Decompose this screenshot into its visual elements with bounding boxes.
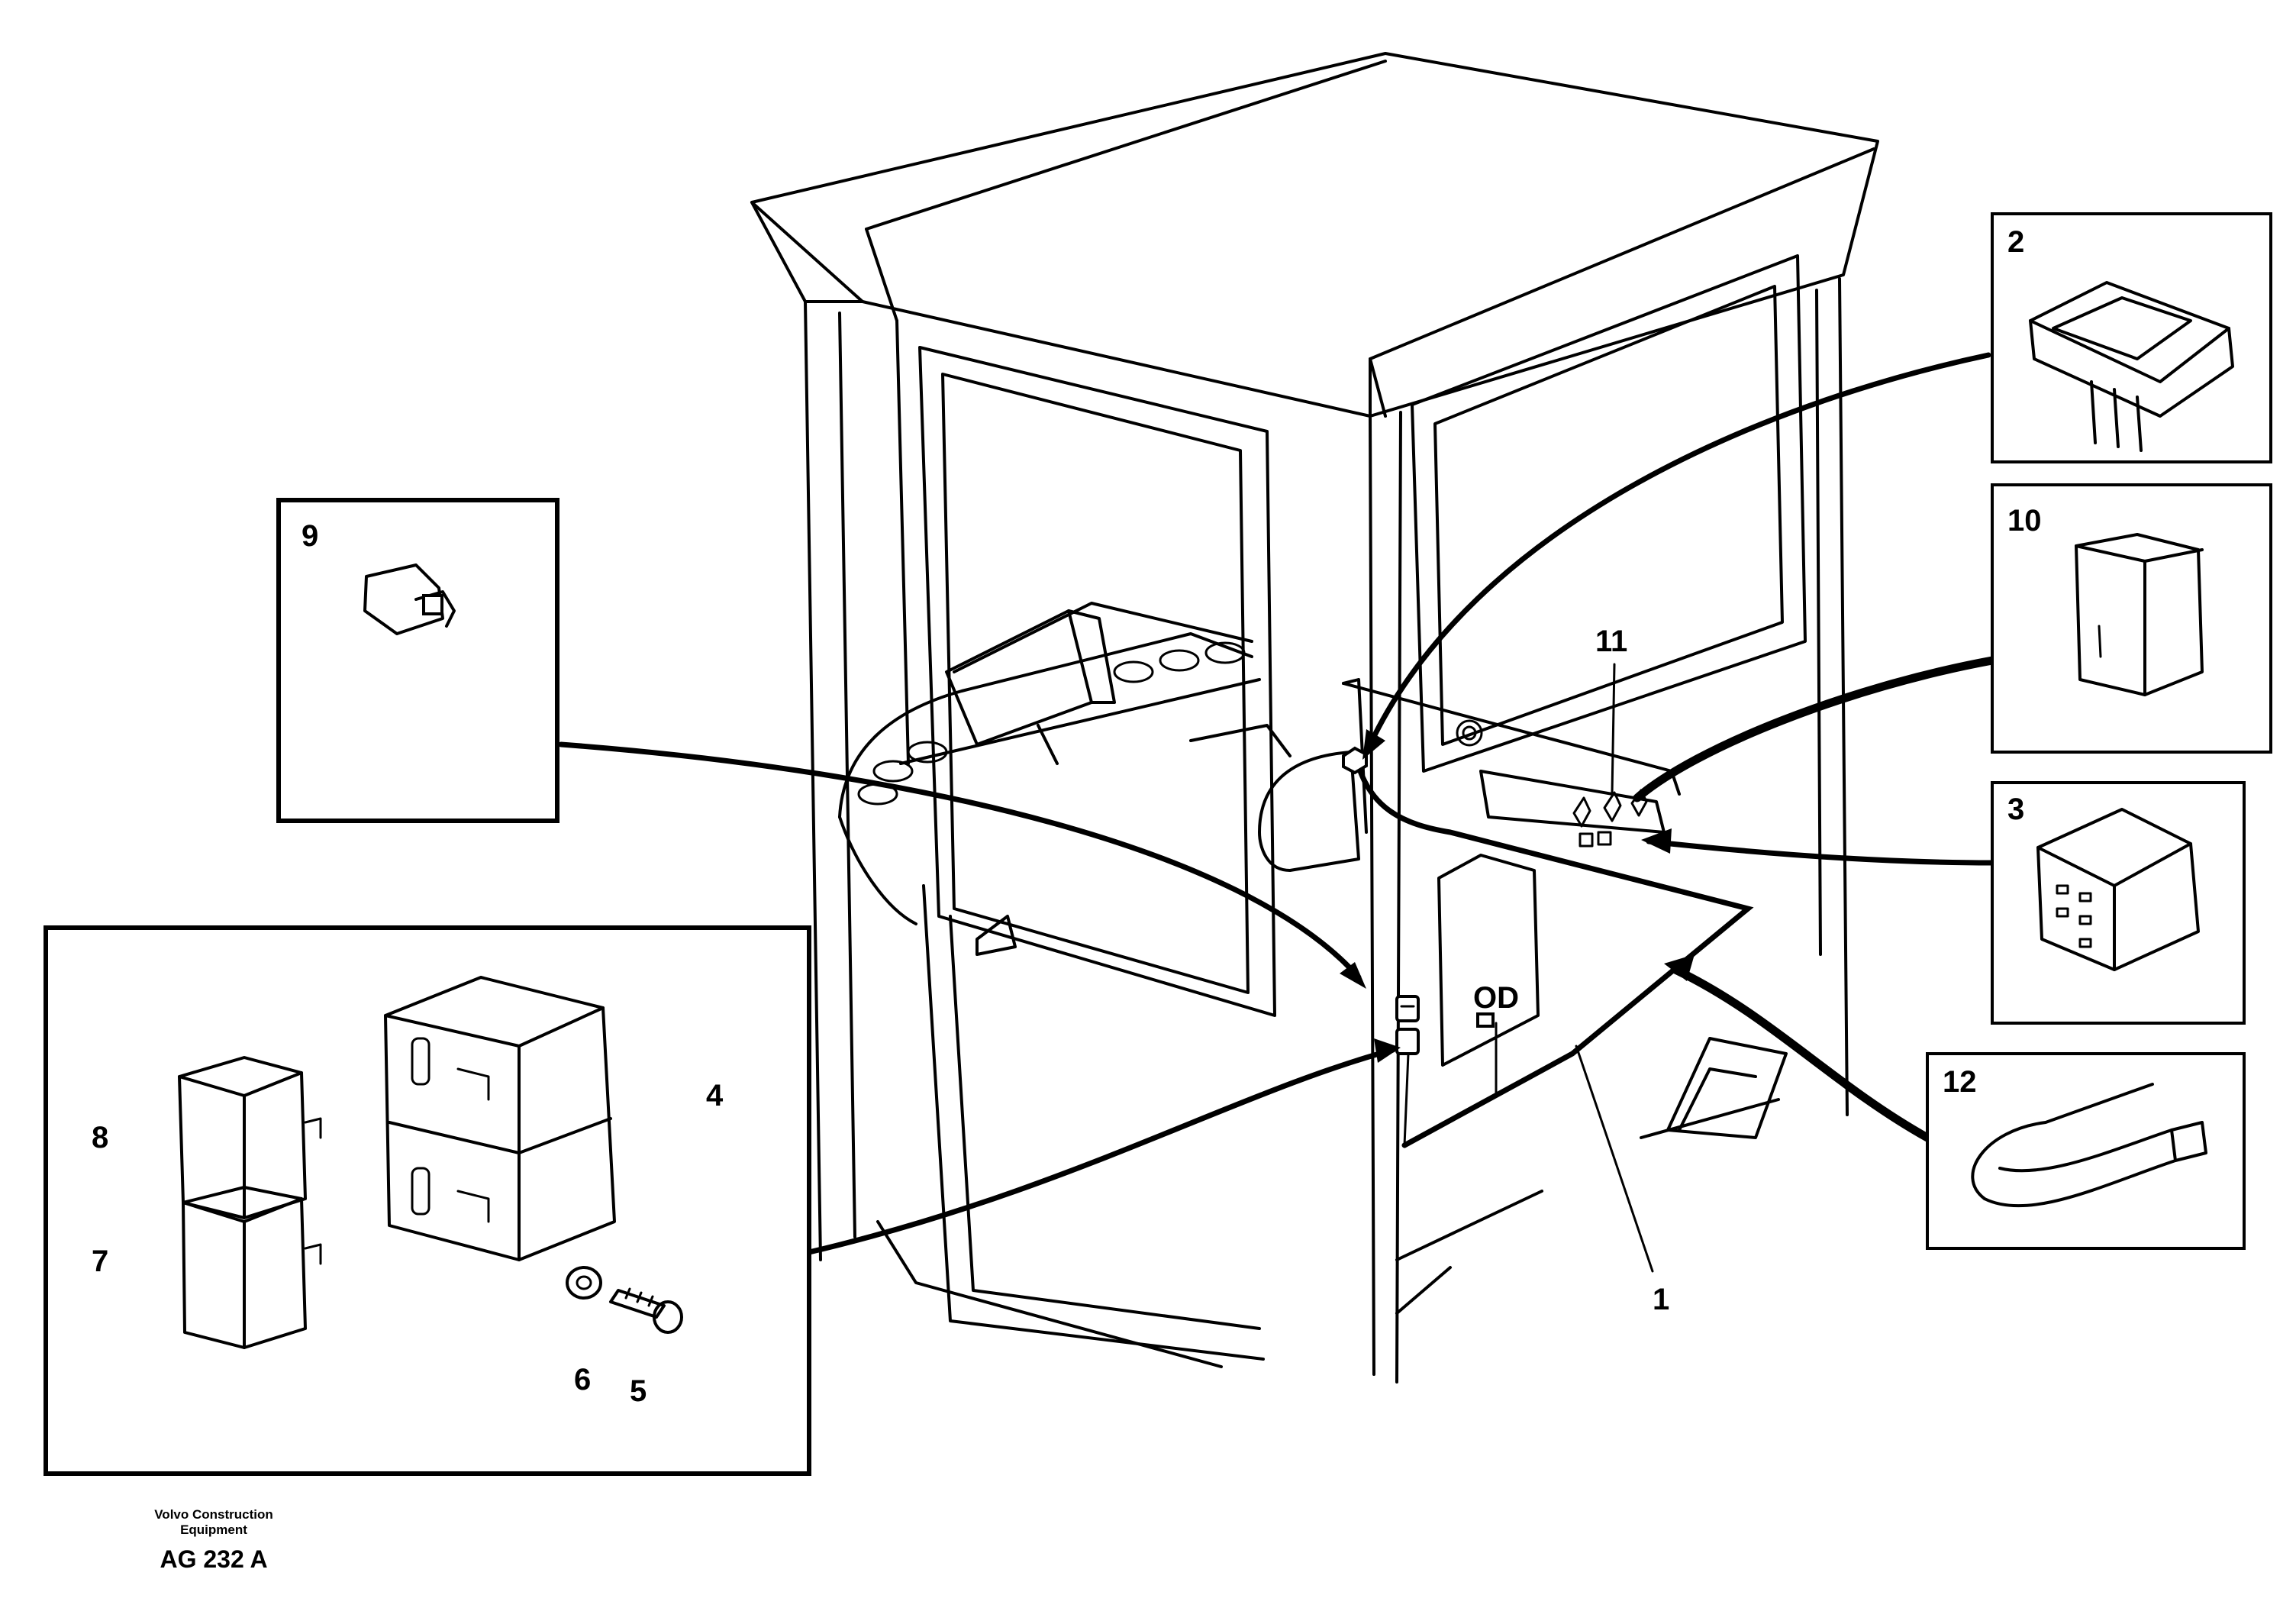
callout-2: 2	[2007, 225, 2024, 259]
credit-line-1: Volvo Construction	[154, 1507, 273, 1522]
part-box-3	[1991, 781, 2246, 1025]
callout-1: 1	[1653, 1283, 1669, 1316]
part-box-2	[1991, 212, 2272, 463]
console-connector	[1342, 746, 1368, 775]
od-connector	[1476, 1012, 1495, 1028]
leader-lines	[124, 352, 1997, 1368]
credit-line-2: Equipment	[180, 1522, 247, 1537]
callout-3: 3	[2007, 793, 2024, 826]
callout-10: 10	[2007, 504, 2042, 538]
cab-roof	[750, 52, 1879, 418]
drawing-code: AG 232 A	[160, 1545, 268, 1573]
mounted-relays	[1395, 995, 1420, 1055]
callout-12: 12	[1943, 1065, 1977, 1099]
callout-8: 8	[92, 1121, 108, 1154]
part-box-12	[1926, 1052, 2246, 1250]
dashboard	[838, 602, 1292, 956]
od-marking: OD	[1473, 981, 1519, 1015]
callout-5: 5	[630, 1374, 647, 1408]
part-box-10	[1991, 483, 2272, 754]
publisher-credit: Volvo Construction Equipment	[122, 1507, 305, 1538]
wiring-harness	[1352, 749, 1754, 1148]
switch-cluster-11	[1572, 789, 1648, 848]
part-box-relays	[44, 925, 811, 1476]
callout-7: 7	[92, 1245, 108, 1278]
callout-9: 9	[302, 519, 318, 553]
part-box-9	[276, 498, 559, 823]
callout-4: 4	[706, 1079, 724, 1112]
callout-11: 11	[1595, 625, 1627, 658]
cab-body	[804, 254, 1849, 1384]
callout-6: 6	[574, 1363, 591, 1397]
